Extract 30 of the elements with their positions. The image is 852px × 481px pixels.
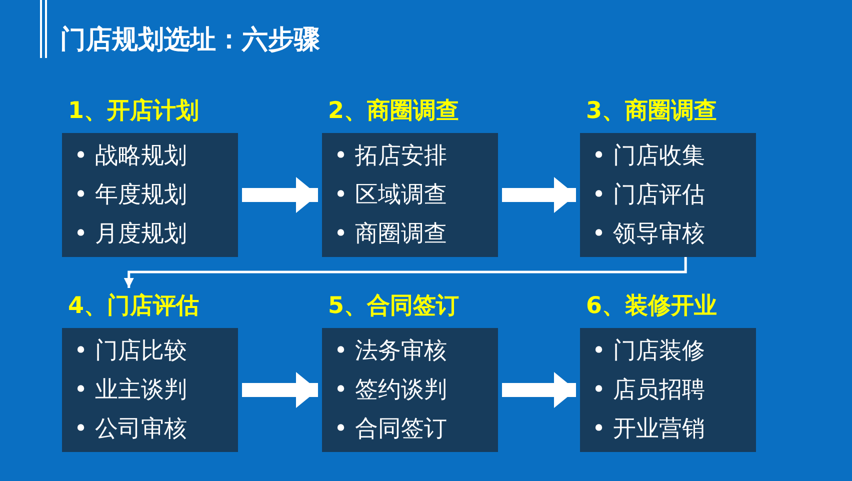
bullet-item: • 开业营销 — [592, 415, 706, 444]
step-heading: 5、合同签订 — [328, 292, 460, 321]
arrow — [502, 372, 576, 408]
step-heading: 2、商圈调查 — [328, 97, 460, 126]
bullet-item: • 法务审核 — [334, 337, 448, 366]
bullet-item: • 业主谈判 — [74, 376, 188, 405]
step-heading: 1、开店计划 — [68, 97, 200, 126]
bullet-item: • 区域调查 — [334, 181, 448, 210]
bullet-item: • 战略规划 — [74, 142, 188, 171]
step-heading: 6、装修开业 — [586, 292, 718, 321]
bullet-item: • 门店评估 — [592, 181, 706, 210]
bullet-item: • 领导审核 — [592, 220, 706, 249]
bullet-item: • 签约谈判 — [334, 376, 448, 405]
bullet-item: • 门店比较 — [74, 337, 188, 366]
arrow — [502, 177, 576, 213]
arrow — [242, 177, 318, 213]
slide-title: 门店规划选址：六步骤 — [60, 24, 320, 57]
bullet-item: • 门店装修 — [592, 337, 706, 366]
step-heading: 3、商圈调查 — [586, 97, 718, 126]
arrow — [124, 257, 687, 288]
bullet-item: • 店员招聘 — [592, 376, 706, 405]
bullet-item: • 年度规划 — [74, 181, 188, 210]
step-heading: 4、门店评估 — [68, 292, 200, 321]
bullet-item: • 月度规划 — [74, 220, 188, 249]
bullet-item: • 门店收集 — [592, 142, 706, 171]
bullet-item: • 合同签订 — [334, 415, 448, 444]
bullet-item: • 拓店安排 — [334, 142, 448, 171]
bullet-item: • 商圈调查 — [334, 220, 448, 249]
bullet-item: • 公司审核 — [74, 415, 188, 444]
arrow — [242, 372, 318, 408]
